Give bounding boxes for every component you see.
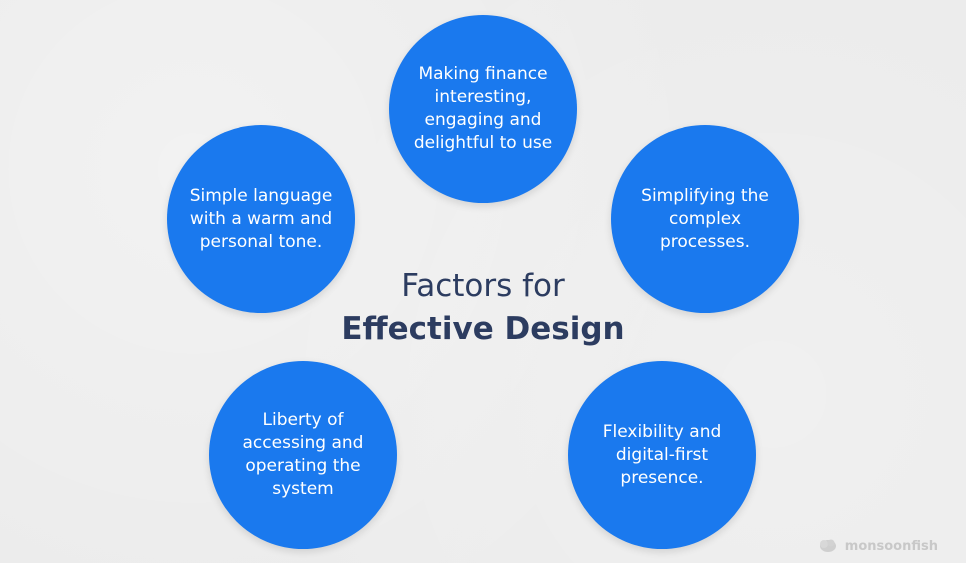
factor-label: Flexibility and digital-first presence. [602,421,722,488]
factor-label: Liberty of accessing and operating the s… [242,410,364,499]
factor-label: Making finance interesting, engaging and… [413,64,553,153]
factor-circle-flexibility: Flexibility and digital-first presence. [568,361,756,549]
fish-logo-icon [819,539,836,552]
factor-label: Simplifying the complex processes. [641,185,769,252]
diagram-title-line1: Factors for [401,268,565,304]
watermark-text: monsoonfish [844,538,938,554]
watermark: monsoonfish [817,538,938,554]
factor-circle-simplifying-processes: Simplifying the complex processes. [611,125,799,313]
factor-circle-simple-language: Simple language with a warm and personal… [167,125,355,313]
factor-circle-liberty-access: Liberty of accessing and operating the s… [209,361,397,549]
diagram-title-line2: Effective Design [341,311,625,347]
factor-circle-finance-engaging: Making finance interesting, engaging and… [389,15,577,203]
factor-label: Simple language with a warm and personal… [189,185,333,252]
